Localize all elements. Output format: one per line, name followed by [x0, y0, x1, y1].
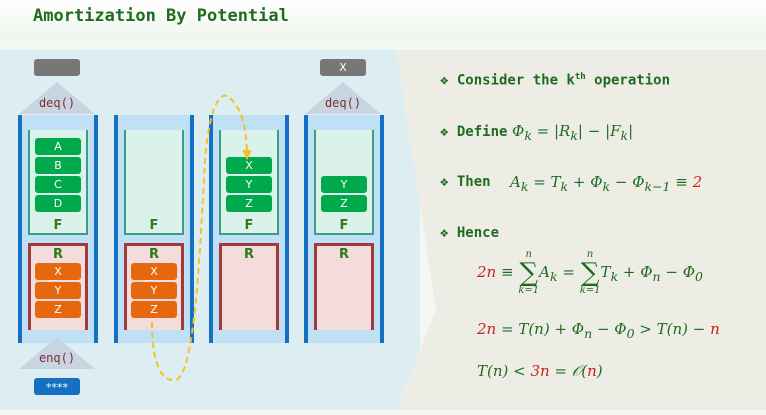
math-token: 3n	[530, 362, 550, 380]
math-token: = T(n) + Φ	[496, 320, 585, 338]
math-token: | − |F	[577, 122, 621, 140]
front-label: F	[339, 218, 349, 233]
front-item: B	[35, 157, 81, 174]
rear-item: Z	[131, 301, 177, 318]
front-item: A	[35, 138, 81, 155]
rear-stack	[314, 243, 374, 330]
math-line3: T(n) < 3n = 𝒪(n)	[477, 362, 603, 380]
front-item: C	[35, 176, 81, 193]
bullet-consider: ❖ Consider the kth operation	[440, 72, 671, 89]
math-token: A	[510, 173, 521, 191]
math-line2: 2n = T(n) + Φn − Φ0 > T(n) − n	[477, 320, 720, 341]
dequeued-output	[34, 59, 80, 76]
bullet-then: ❖ Then	[440, 174, 491, 190]
header: Amortization By Potential	[0, 0, 766, 40]
math-token: n	[587, 362, 597, 380]
bullet-define: ❖ Define	[440, 124, 508, 140]
math-token: = |R	[531, 122, 571, 140]
explanation-panel	[396, 50, 766, 410]
front-label: F	[53, 218, 63, 233]
math-token: > T(n) −	[634, 320, 711, 338]
math-token: k	[560, 179, 569, 194]
math-token: T(n) <	[477, 362, 531, 380]
math-token: k	[602, 179, 611, 194]
dequeued-output: X	[320, 59, 366, 76]
rear-item: Z	[35, 301, 81, 318]
rear-label: R	[52, 247, 63, 262]
rear-label: R	[338, 247, 349, 262]
math-token: 0	[626, 326, 635, 341]
math-token: = T	[528, 173, 561, 191]
math-token: + Φ	[568, 173, 603, 191]
deq-arrow-icon	[305, 82, 381, 114]
math-token: − Φ	[592, 320, 627, 338]
math-then: Ak = Tk + Φk − Φk−1 ≡ 2	[510, 173, 702, 194]
math-token: k	[620, 128, 629, 143]
deq-label: deq()	[38, 96, 76, 110]
math-token: = 𝒪(	[549, 362, 588, 380]
enq-label: enq()	[38, 351, 76, 365]
rear-item: Y	[131, 282, 177, 299]
math-token: − Φ	[610, 173, 645, 191]
math-token: 2	[692, 173, 703, 191]
math-define: Φk = |Rk| − |Fk|	[512, 122, 633, 143]
math-token: )	[596, 362, 603, 380]
math-token: |	[628, 122, 634, 140]
front-item: Y	[226, 176, 272, 193]
front-label: F	[244, 218, 254, 233]
front-stack	[124, 130, 184, 235]
deq-label: deq()	[324, 96, 362, 110]
math-token: 2n	[477, 320, 497, 338]
math-token: Φ	[512, 122, 525, 140]
math-token: ≡	[670, 173, 693, 191]
enqueue-input[interactable]: ****	[34, 378, 80, 395]
rear-label: R	[243, 247, 254, 262]
rear-stack	[219, 243, 279, 330]
math-token: k	[524, 128, 532, 143]
math-token: n	[584, 326, 593, 341]
front-label: F	[149, 218, 159, 233]
front-item: Y	[321, 176, 367, 193]
math-token: n	[710, 320, 720, 338]
deq-arrow-icon	[19, 82, 95, 114]
front-item: Z	[226, 195, 272, 212]
slide-title: Amortization By Potential	[33, 6, 289, 26]
rear-item: X	[131, 263, 177, 280]
rear-item: Y	[35, 282, 81, 299]
math-token: k	[520, 179, 529, 194]
front-item: Z	[321, 195, 367, 212]
math-token: k−1	[644, 179, 671, 194]
front-item: X	[226, 157, 272, 174]
enq-arrow-icon	[19, 337, 95, 369]
rear-label: R	[148, 247, 159, 262]
rear-item: X	[35, 263, 81, 280]
bullet-hence: ❖ Hence	[440, 225, 500, 241]
math-token: k	[570, 128, 578, 143]
front-item: D	[35, 195, 81, 212]
